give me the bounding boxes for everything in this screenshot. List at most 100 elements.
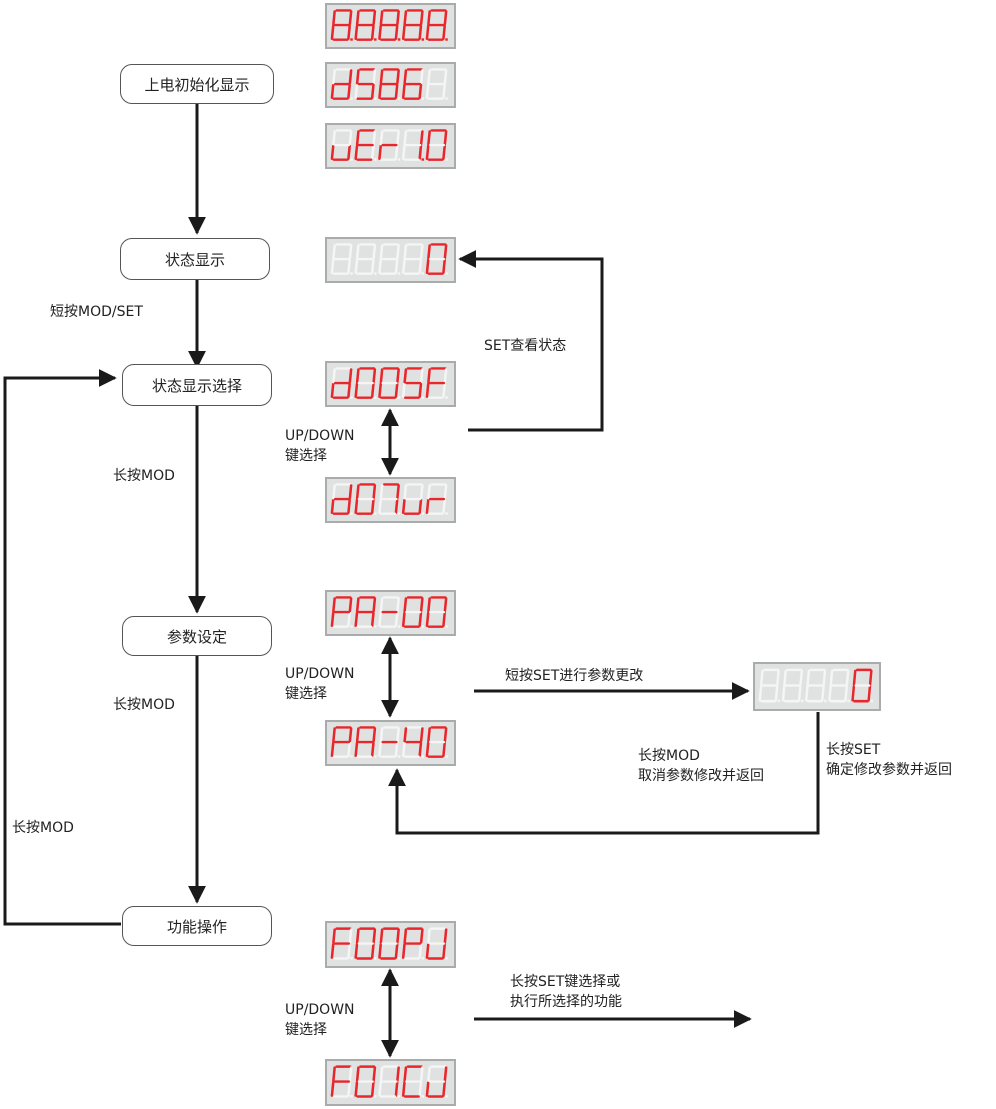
digit — [330, 68, 353, 100]
segment-c — [370, 498, 375, 514]
decimal-point — [445, 512, 448, 515]
segment-b — [372, 244, 377, 260]
seven-segment-digits — [330, 243, 448, 275]
segment-c — [347, 611, 351, 627]
segment-b — [443, 928, 448, 944]
segment-b — [396, 727, 400, 743]
segment-f — [332, 727, 336, 743]
segment-b — [419, 244, 424, 260]
segment-e — [378, 741, 382, 757]
segment-e — [401, 258, 406, 274]
segment-e — [851, 685, 856, 702]
digit — [354, 9, 377, 41]
segment-f — [760, 669, 764, 686]
seven-segment-digits — [330, 9, 448, 41]
decimal-point — [445, 1095, 448, 1098]
segment-f — [355, 597, 360, 613]
decimal-point — [374, 38, 377, 41]
decimal-point — [397, 97, 401, 100]
segment-c — [418, 1081, 423, 1097]
segment-b — [443, 69, 448, 85]
segment-b — [348, 484, 353, 500]
seven-segment-digits — [330, 367, 448, 399]
segment-f — [379, 484, 384, 500]
segment-f — [427, 928, 431, 944]
segment-c — [418, 943, 423, 959]
digit — [378, 68, 401, 100]
decimal-point — [421, 158, 425, 161]
segment-c — [394, 382, 399, 398]
node-label: 状态显示 — [164, 250, 225, 269]
segment-b — [372, 69, 377, 85]
segment-c — [418, 258, 423, 274]
segment-f — [355, 69, 360, 85]
segment-b — [396, 130, 400, 146]
digit — [401, 9, 425, 41]
segment-c — [394, 943, 399, 959]
label-long-press-mod-loop: 长按MOD — [12, 820, 74, 836]
segment-f — [332, 484, 336, 500]
segment-c — [394, 1081, 399, 1097]
display-boot-all-segments — [325, 3, 456, 49]
display-func-F00PJ — [325, 921, 456, 968]
segment-f — [332, 130, 336, 146]
segment-f — [427, 1066, 431, 1082]
display-boot-model — [325, 62, 456, 108]
segment-f — [403, 69, 408, 85]
digit — [401, 1065, 425, 1098]
segment-f — [355, 484, 360, 500]
segment-b — [443, 1066, 448, 1082]
segment-c — [418, 611, 423, 627]
segment-c — [394, 144, 399, 160]
segment-c — [418, 741, 423, 757]
segment-b — [443, 244, 448, 260]
segment-b — [419, 1066, 424, 1082]
segment-f — [403, 484, 408, 500]
decimal-point — [350, 97, 353, 100]
digit — [330, 596, 353, 628]
digit — [425, 596, 448, 628]
digit — [425, 1065, 448, 1098]
decimal-point — [350, 957, 353, 960]
decimal-point — [445, 755, 448, 758]
segment-c — [347, 144, 351, 160]
label-line: 长按MOD — [638, 748, 700, 764]
segment-e — [425, 741, 430, 757]
seven-segment-digits — [330, 927, 448, 960]
label-line: UP/DOWN — [285, 1002, 355, 1018]
digit — [354, 1065, 377, 1098]
digit — [401, 68, 425, 100]
segment-e — [378, 144, 382, 160]
label-short-set-change: 短按SET进行参数更改 — [505, 668, 644, 684]
digit — [354, 129, 377, 161]
segment-b — [443, 368, 448, 384]
decimal-point — [374, 158, 377, 161]
segment-f — [403, 10, 408, 26]
decimal-point — [445, 272, 448, 275]
digit — [425, 129, 448, 161]
decimal-point — [397, 1095, 401, 1098]
digit — [781, 668, 804, 703]
digit — [330, 927, 353, 960]
segment-b — [868, 669, 873, 686]
node-status-select: 状态显示选择 — [122, 364, 272, 406]
decimal-point — [350, 272, 353, 275]
segment-f — [355, 10, 360, 26]
segment-b — [419, 597, 424, 613]
segment-b — [845, 669, 850, 686]
display-param-edit-value — [753, 662, 881, 711]
decimal-point — [350, 1095, 353, 1098]
segment-f — [332, 928, 336, 944]
label-updown-select: UP/DOWN 键选择 — [285, 664, 355, 704]
segment-b — [396, 244, 400, 260]
decimal-point — [777, 699, 781, 703]
label-short-press-mod-set: 短按MOD/SET — [50, 304, 143, 320]
segment-b — [348, 597, 353, 613]
seven-segment-digits — [758, 668, 873, 703]
decimal-point — [374, 1095, 377, 1098]
decimal-point — [350, 625, 353, 628]
decimal-point — [421, 97, 425, 100]
segment-f — [355, 727, 360, 743]
segment-c — [347, 382, 351, 398]
segment-f — [379, 69, 384, 85]
